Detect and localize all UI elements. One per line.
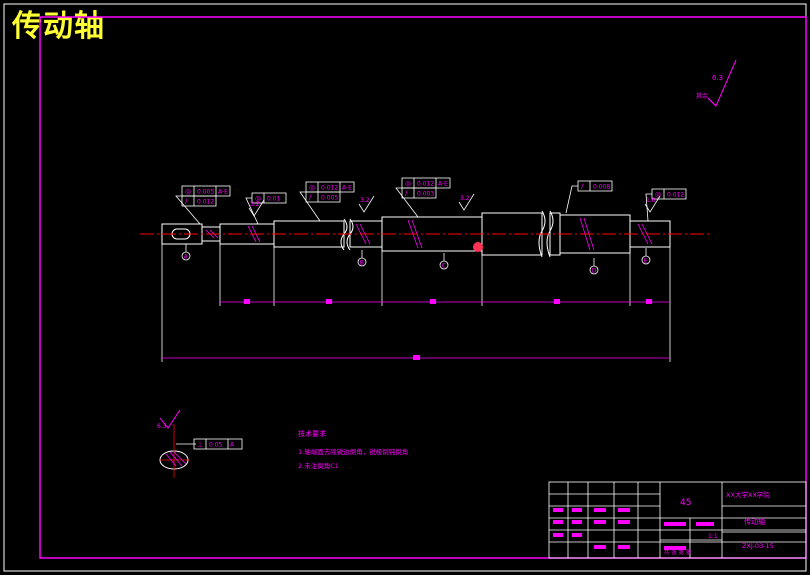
datum-mark-A: A xyxy=(181,244,191,261)
tf-row-box xyxy=(401,187,437,199)
tf-row-box xyxy=(193,438,243,450)
notes-line-1: 1.轴端面去除锐边倒角，锐棱倒钝倒角 xyxy=(298,447,408,456)
tf-value: 0.012 xyxy=(667,192,684,199)
title-block xyxy=(548,481,807,559)
tolerance-frame-tf2: ◎ 0.01 xyxy=(245,192,287,225)
tb-part-name: 传动轴 xyxy=(744,517,765,526)
roughness-value: 3.2 xyxy=(360,197,370,204)
roughness-value: 1.6 xyxy=(646,197,656,204)
datum-letter: E xyxy=(644,257,648,264)
tb-school: XX大学XX学院 xyxy=(726,490,770,499)
tolerance-frame-tf1: ◎ 0.005 A-E / 0.012 xyxy=(175,185,231,225)
roughness-value: 3.2 xyxy=(250,201,260,208)
tf-datum: A xyxy=(230,442,235,449)
tf-value: 0.05 xyxy=(209,442,223,449)
roughness-value-section: 6.3 xyxy=(157,423,167,430)
tf-datum: A-E xyxy=(218,189,228,196)
drawing-title: 传动轴 xyxy=(12,9,105,44)
tb-material: 45 xyxy=(680,498,691,508)
tf-symbol: ⊥ xyxy=(197,441,203,449)
datum-mark-D: D xyxy=(589,258,599,275)
tf-value: 0.012 xyxy=(321,185,338,192)
roughness-mark-r3: 3.2 xyxy=(458,193,475,211)
global-roughness-symbol xyxy=(707,59,737,107)
tf-symbol: / xyxy=(581,183,584,191)
roughness-marks: 3.2 3.2 3.2 1.6 6.3 xyxy=(157,193,661,430)
tf-value: 0.003 xyxy=(417,191,434,198)
roughness-mark-r1: 3.2 xyxy=(248,199,265,217)
tolerance-frame-tf4: ◎ 0.012 A-E / 0.003 xyxy=(395,177,451,218)
tolerance-frame-tf3: ◎ 0.012 A-E / 0.005 xyxy=(299,181,355,222)
tf-symbol: ◎ xyxy=(255,195,261,203)
sheet-border xyxy=(3,3,807,572)
tf-row-box xyxy=(181,195,217,207)
datum-mark-B: B xyxy=(357,250,367,267)
tf-symbol: / xyxy=(309,194,312,202)
tf-leader xyxy=(645,193,652,222)
global-roughness-prefix: 其余 xyxy=(696,92,708,100)
section-tolerance-frame: ⊥ 0.05 A xyxy=(193,438,243,450)
title-block-cells xyxy=(553,508,714,550)
tf-value: 0.012 xyxy=(417,181,434,188)
roughness-symbol xyxy=(644,195,661,213)
roughness-mark-r4: 1.6 xyxy=(644,195,661,213)
datum-mark-C: C xyxy=(439,253,449,270)
datum-marks: A B C D E xyxy=(181,244,651,275)
drawing-frame xyxy=(39,16,807,559)
tolerance-frame-tf6: ◎ 0.012 xyxy=(645,188,687,222)
roughness-value: 3.2 xyxy=(460,195,470,202)
tb-sheet: 共 张 第 张 xyxy=(664,548,692,556)
dimension-markers xyxy=(244,299,652,360)
tf-row-box xyxy=(305,191,341,203)
center-hole-mark xyxy=(473,242,483,252)
notes-line-2: 2.未注倒角C1 xyxy=(298,461,339,470)
notes-heading: 技术要求 xyxy=(298,429,326,438)
datum-letter: D xyxy=(592,267,597,274)
tf-symbol: / xyxy=(405,190,408,198)
datum-letter: C xyxy=(442,262,446,269)
tf-symbol: ◎ xyxy=(655,191,661,199)
tb-drawing-no: ZXJ-03-15 xyxy=(742,542,774,550)
tb-scale: 1:1 xyxy=(708,533,718,540)
tf-symbol: / xyxy=(185,198,188,206)
tf-value: 0.008 xyxy=(593,184,610,191)
tf-value: 0.01 xyxy=(267,196,281,203)
tf-leader xyxy=(565,185,578,214)
datum-letter: A xyxy=(184,253,189,260)
roughness-mark-r2: 3.2 xyxy=(358,195,375,213)
tolerance-frame-tf7: ⊥ 0.05 A xyxy=(193,438,243,450)
section-view xyxy=(159,409,196,478)
tf-datum: A-E xyxy=(342,185,352,192)
datum-mark-E: E xyxy=(641,248,651,265)
roughness-symbol xyxy=(358,195,375,213)
tf-symbol: ◎ xyxy=(309,184,315,192)
tf-symbol: ◎ xyxy=(185,188,191,196)
tf-value: 0.005 xyxy=(321,195,338,202)
tf-value: 0.012 xyxy=(197,199,214,206)
tolerance-frame-tf5: / 0.008 xyxy=(565,180,613,214)
tf-datum: A-E xyxy=(438,181,448,188)
tf-leader xyxy=(299,191,321,222)
tf-leader xyxy=(395,187,419,218)
roughness-symbol xyxy=(248,199,265,217)
roughness-symbol xyxy=(458,193,475,211)
tf-leader xyxy=(175,195,201,225)
datum-letter: B xyxy=(360,259,364,266)
tf-symbol: ◎ xyxy=(405,180,411,188)
global-roughness-value: 6.3 xyxy=(712,74,723,82)
tf-value: 0.005 xyxy=(197,189,214,196)
